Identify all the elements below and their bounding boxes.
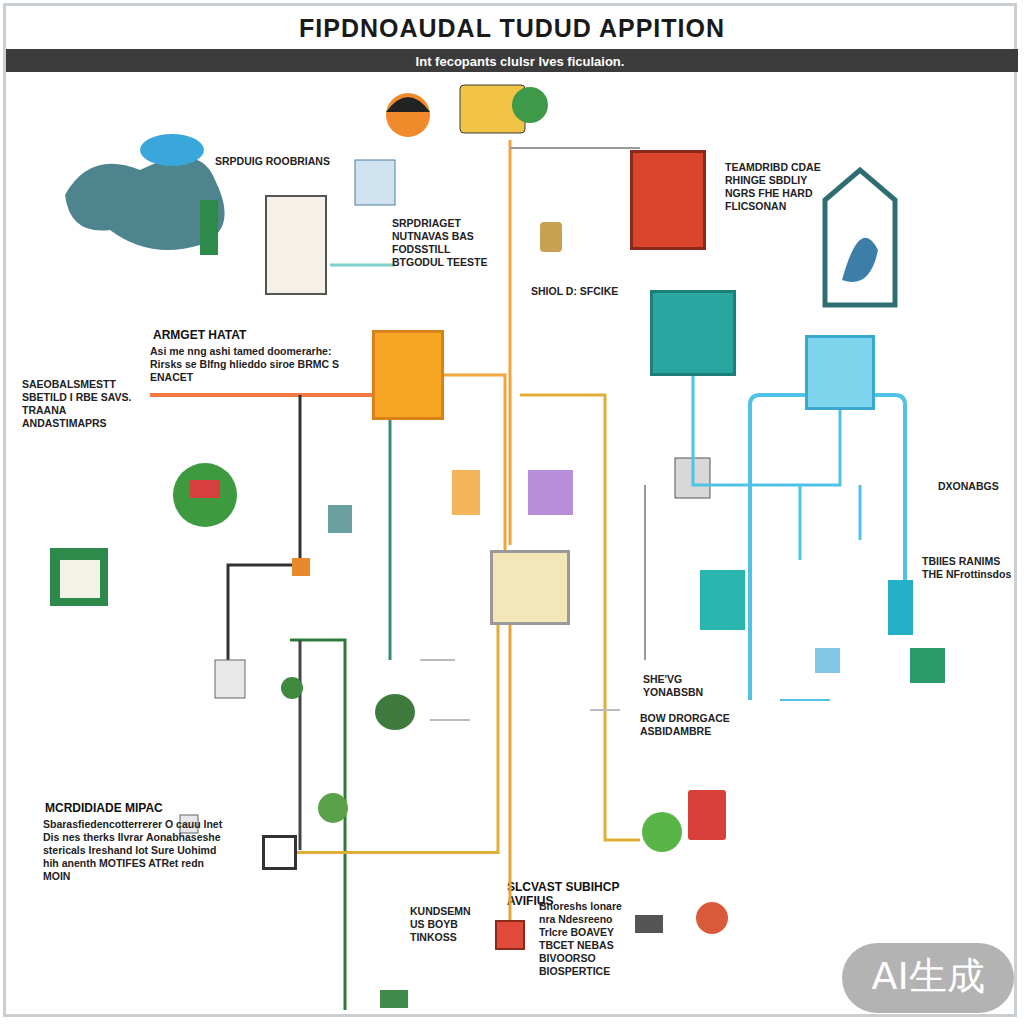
note-label: BOW DRORGACE ASBIDAMBRE [640, 712, 735, 738]
chart-icon [355, 160, 395, 205]
diagram-title: FIPDNOAUDAL TUDUD APPITION [180, 14, 844, 43]
kiosk-icon [50, 548, 108, 606]
small-icon [635, 915, 663, 933]
cloud-icon [140, 134, 204, 166]
image-box: SHE'VG YONABSBN [490, 550, 570, 625]
connector-line [509, 625, 512, 920]
tablet-icon [910, 648, 945, 683]
leader-line [509, 140, 512, 545]
device-box: DXONABGS [805, 335, 875, 410]
node-text: SHE'VG YONABSBN [643, 673, 743, 699]
meter-icon [888, 580, 913, 635]
process-box: ARMGET HATATAsi me nng ashi tamed doomer… [372, 330, 444, 420]
person-card: SRPDRIAGET NUTNAVAS BAS FODSSTILL BTGODU… [265, 195, 327, 295]
node-text: Bnoreshs lonare nra Ndesreeno Trlcre BOA… [539, 900, 639, 978]
watermark-pill [842, 943, 1014, 1013]
node-text: DXONABGS [938, 480, 1018, 493]
pipe-line [780, 699, 830, 701]
node-heading: ARMGET HATAT [153, 328, 353, 342]
device-box: TEAMDRIBD CDAE RHINGE SBDLIY NGRS FHE HA… [630, 150, 706, 250]
head-icon [386, 93, 430, 137]
node-text: Asi me nng ashi tamed doomerarhe: Rirsks… [150, 345, 365, 384]
tablet-icon [688, 790, 726, 840]
icon-box: MCRDIDIADE MIPACSbarasfiedencotterrerer … [262, 835, 297, 870]
globe-badge [190, 480, 220, 498]
globe-icon [173, 463, 237, 527]
note-label: SAEOBALSMESTT SBETILD I RBE SAVS. TRAANA… [22, 378, 142, 430]
pipe-line [800, 485, 860, 560]
node-text: TEAMDRIBD CDAE RHINGE SBDLIY NGRS FHE HA… [725, 161, 840, 213]
figure-icon [696, 902, 728, 934]
node-text: SHIOL D: SFCIKE [531, 285, 631, 298]
note-label: KUNDSEMNUS BOYB TINKOSS [410, 905, 472, 944]
leader-line [150, 393, 372, 397]
tree-icon [375, 694, 415, 730]
note-label: Int fecopants clulsr lves ficulaion. [330, 53, 710, 70]
connector-line [444, 375, 505, 550]
pipe-line [750, 395, 905, 700]
leader-line [330, 264, 395, 267]
leader-line [389, 420, 392, 660]
leader-line [510, 147, 640, 149]
leader-line [644, 485, 646, 660]
hair-icon [386, 97, 430, 112]
node-heading: MCRDIDIADE MIPAC [45, 801, 205, 815]
badge-icon [642, 812, 682, 852]
note-label: TBIIES RANIMS THE NFrottinsdos [922, 555, 1012, 581]
connector-line [297, 625, 498, 853]
doc-icon [215, 660, 245, 698]
leaf-icon [512, 87, 548, 123]
note-label: SRPDUIG ROOBRIANS [215, 155, 355, 168]
terminal-icon [700, 570, 745, 630]
house-figure [842, 238, 878, 282]
leader-line [228, 395, 300, 660]
junction-icon [292, 558, 310, 576]
badge-icon [281, 677, 303, 699]
small-icon [380, 990, 408, 1008]
jar-icon [540, 222, 562, 252]
figure-icon [200, 200, 218, 255]
icons [50, 85, 1014, 1013]
building-icon [528, 470, 573, 515]
node-text: SRPDRIAGET NUTNAVAS BAS FODSSTILL BTGODU… [392, 217, 492, 269]
leader-line [420, 660, 470, 720]
small-icon [815, 648, 840, 673]
device-icon [452, 470, 480, 515]
watermark: AI生成 [842, 955, 1014, 997]
small-icon [328, 505, 352, 533]
node-text: Sbarasfiedencotterrerer O cauu Inet Dis … [43, 818, 225, 883]
icon-box: SLCVAST SUBIHCP AVIFIUSBnoreshs lonare n… [495, 920, 525, 950]
badge-icon [318, 793, 348, 823]
house-icon [825, 170, 895, 305]
cloud-box: SHIOL D: SFCIKE [650, 290, 736, 376]
connector-line [693, 376, 840, 485]
leader-line [590, 709, 620, 711]
kiosk-screen [60, 560, 100, 598]
leader-line [299, 640, 302, 850]
decor-lines [150, 140, 905, 1010]
